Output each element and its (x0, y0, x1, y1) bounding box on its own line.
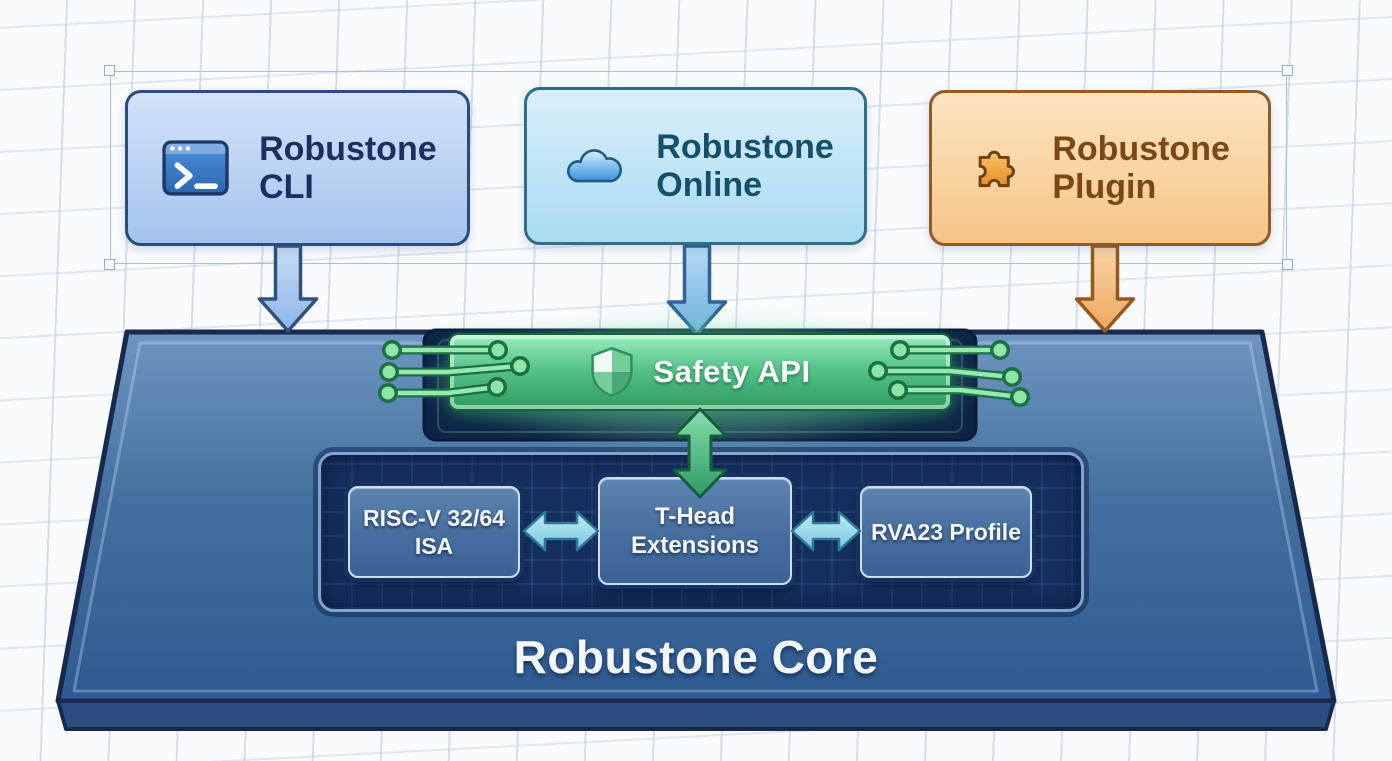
circuit-traces-left (378, 340, 530, 403)
module-label-thead: T-Head Extensions (630, 502, 760, 559)
safety-api-label: Safety API (653, 354, 811, 389)
module-thead-extensions[interactable]: T-Head Extensions (598, 477, 792, 585)
selection-handle-top-left[interactable] (104, 65, 115, 76)
node-robustone-plugin[interactable]: Robustone Plugin (929, 90, 1271, 246)
module-riscv-isa[interactable]: RISC-V 32/64 ISA (348, 486, 520, 578)
arrow-thead-rva23 (790, 510, 862, 552)
arrow-riscv-thead (522, 510, 600, 552)
node-label-online: Robustone Online (656, 127, 834, 204)
selection-handle-bottom-left[interactable] (104, 259, 115, 270)
shield-icon (591, 347, 634, 397)
safety-api-bar[interactable]: Safety API (448, 333, 952, 411)
node-label-cli: Robustone CLI (259, 129, 437, 206)
module-label-rva23: RVA23 Profile (871, 518, 1021, 545)
arrow-safety-to-thead (672, 407, 728, 499)
module-rva23-profile[interactable]: RVA23 Profile (860, 486, 1032, 578)
cloud-icon (566, 149, 622, 183)
node-robustone-online[interactable]: Robustone Online (524, 87, 867, 245)
node-robustone-cli[interactable]: Robustone CLI (125, 90, 470, 246)
node-label-plugin: Robustone Plugin (1052, 129, 1230, 206)
terminal-icon (162, 140, 229, 196)
puzzle-icon (978, 150, 1015, 188)
module-label-riscv: RISC-V 32/64 ISA (363, 504, 505, 559)
platform-label: Robustone Core (513, 631, 879, 683)
selection-handle-bottom-right[interactable] (1282, 259, 1293, 270)
arrow-plugin-to-core (1074, 244, 1136, 333)
selection-handle-top-right[interactable] (1282, 65, 1293, 76)
arrow-cli-to-core (257, 244, 319, 333)
platform-front-face (56, 699, 1336, 731)
circuit-traces-right (868, 340, 1030, 407)
